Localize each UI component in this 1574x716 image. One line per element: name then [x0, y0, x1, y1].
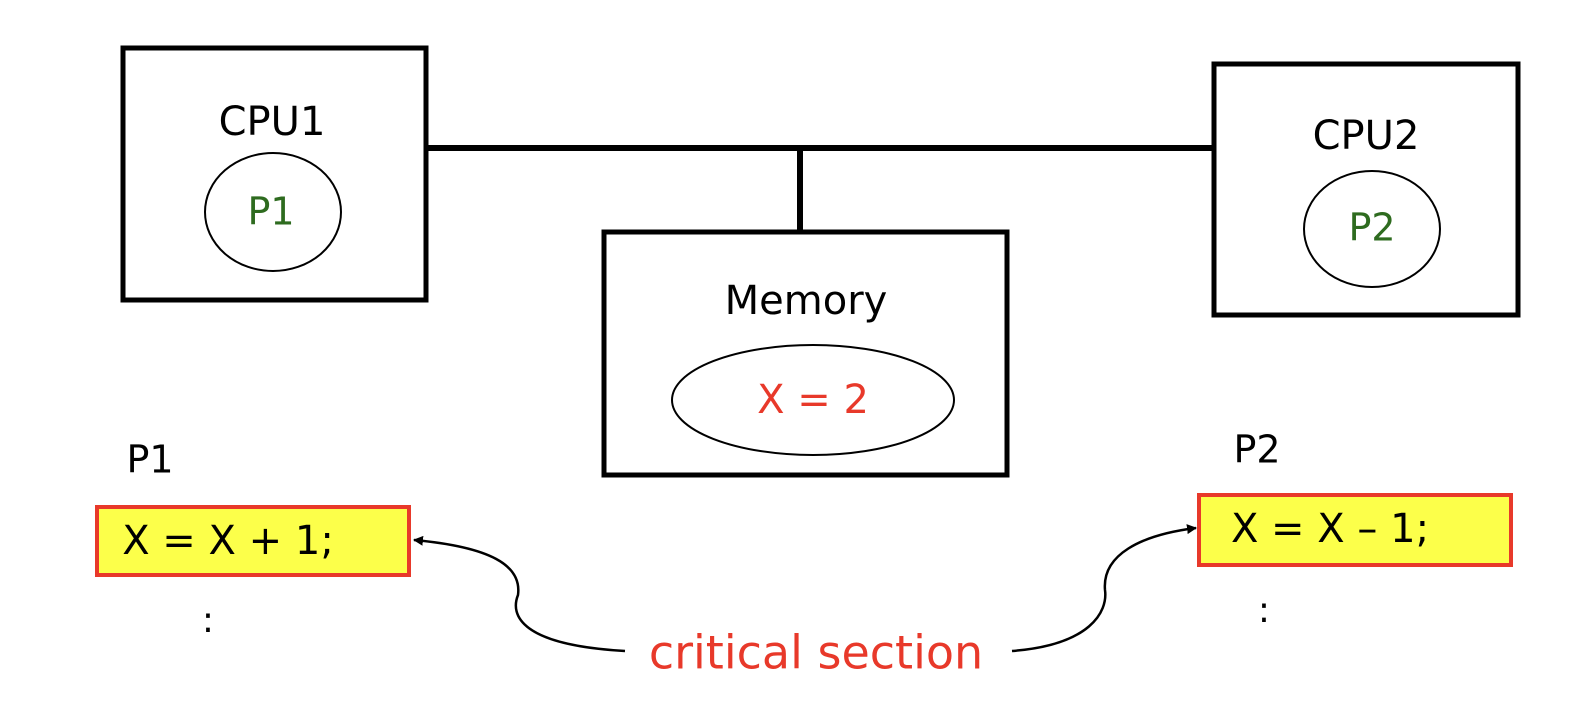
- p2-critical-statement: X = X – 1;: [1231, 506, 1429, 552]
- critical-arrow-left: [413, 535, 626, 653]
- p2-critical-statement-box: [1197, 493, 1513, 567]
- p1-ellipsis: :: [202, 600, 214, 641]
- cpu1-process-label: P1: [247, 190, 294, 234]
- memory-value: X = 2: [757, 377, 869, 423]
- critical-arrow-right: [1011, 524, 1197, 653]
- memory-label: Memory: [725, 278, 888, 324]
- p2-ellipsis: :: [1258, 590, 1270, 631]
- p2-code-title: P2: [1233, 428, 1280, 472]
- critical-section-label: critical section: [649, 626, 983, 680]
- p1-code-title: P1: [126, 438, 173, 482]
- p1-critical-statement-box: [95, 505, 411, 577]
- cpu1-label: CPU1: [219, 99, 326, 145]
- cpu2-process-ellipse: [1303, 170, 1441, 288]
- cpu2-box: CPU2 P2: [1211, 61, 1521, 318]
- cpu1-process-ellipse: [204, 152, 342, 272]
- cpu2-process-label: P2: [1348, 206, 1395, 250]
- p1-critical-statement: X = X + 1;: [122, 518, 334, 564]
- cpu2-label: CPU2: [1313, 113, 1420, 159]
- memory-box: Memory X = 2: [601, 229, 1010, 478]
- memory-value-ellipse: [671, 344, 955, 456]
- cpu1-box: CPU1 P1: [120, 45, 429, 303]
- p1-code-block: P1 X = X + 1; :: [95, 438, 411, 641]
- p2-code-block: P2 X = X – 1; :: [1197, 428, 1513, 631]
